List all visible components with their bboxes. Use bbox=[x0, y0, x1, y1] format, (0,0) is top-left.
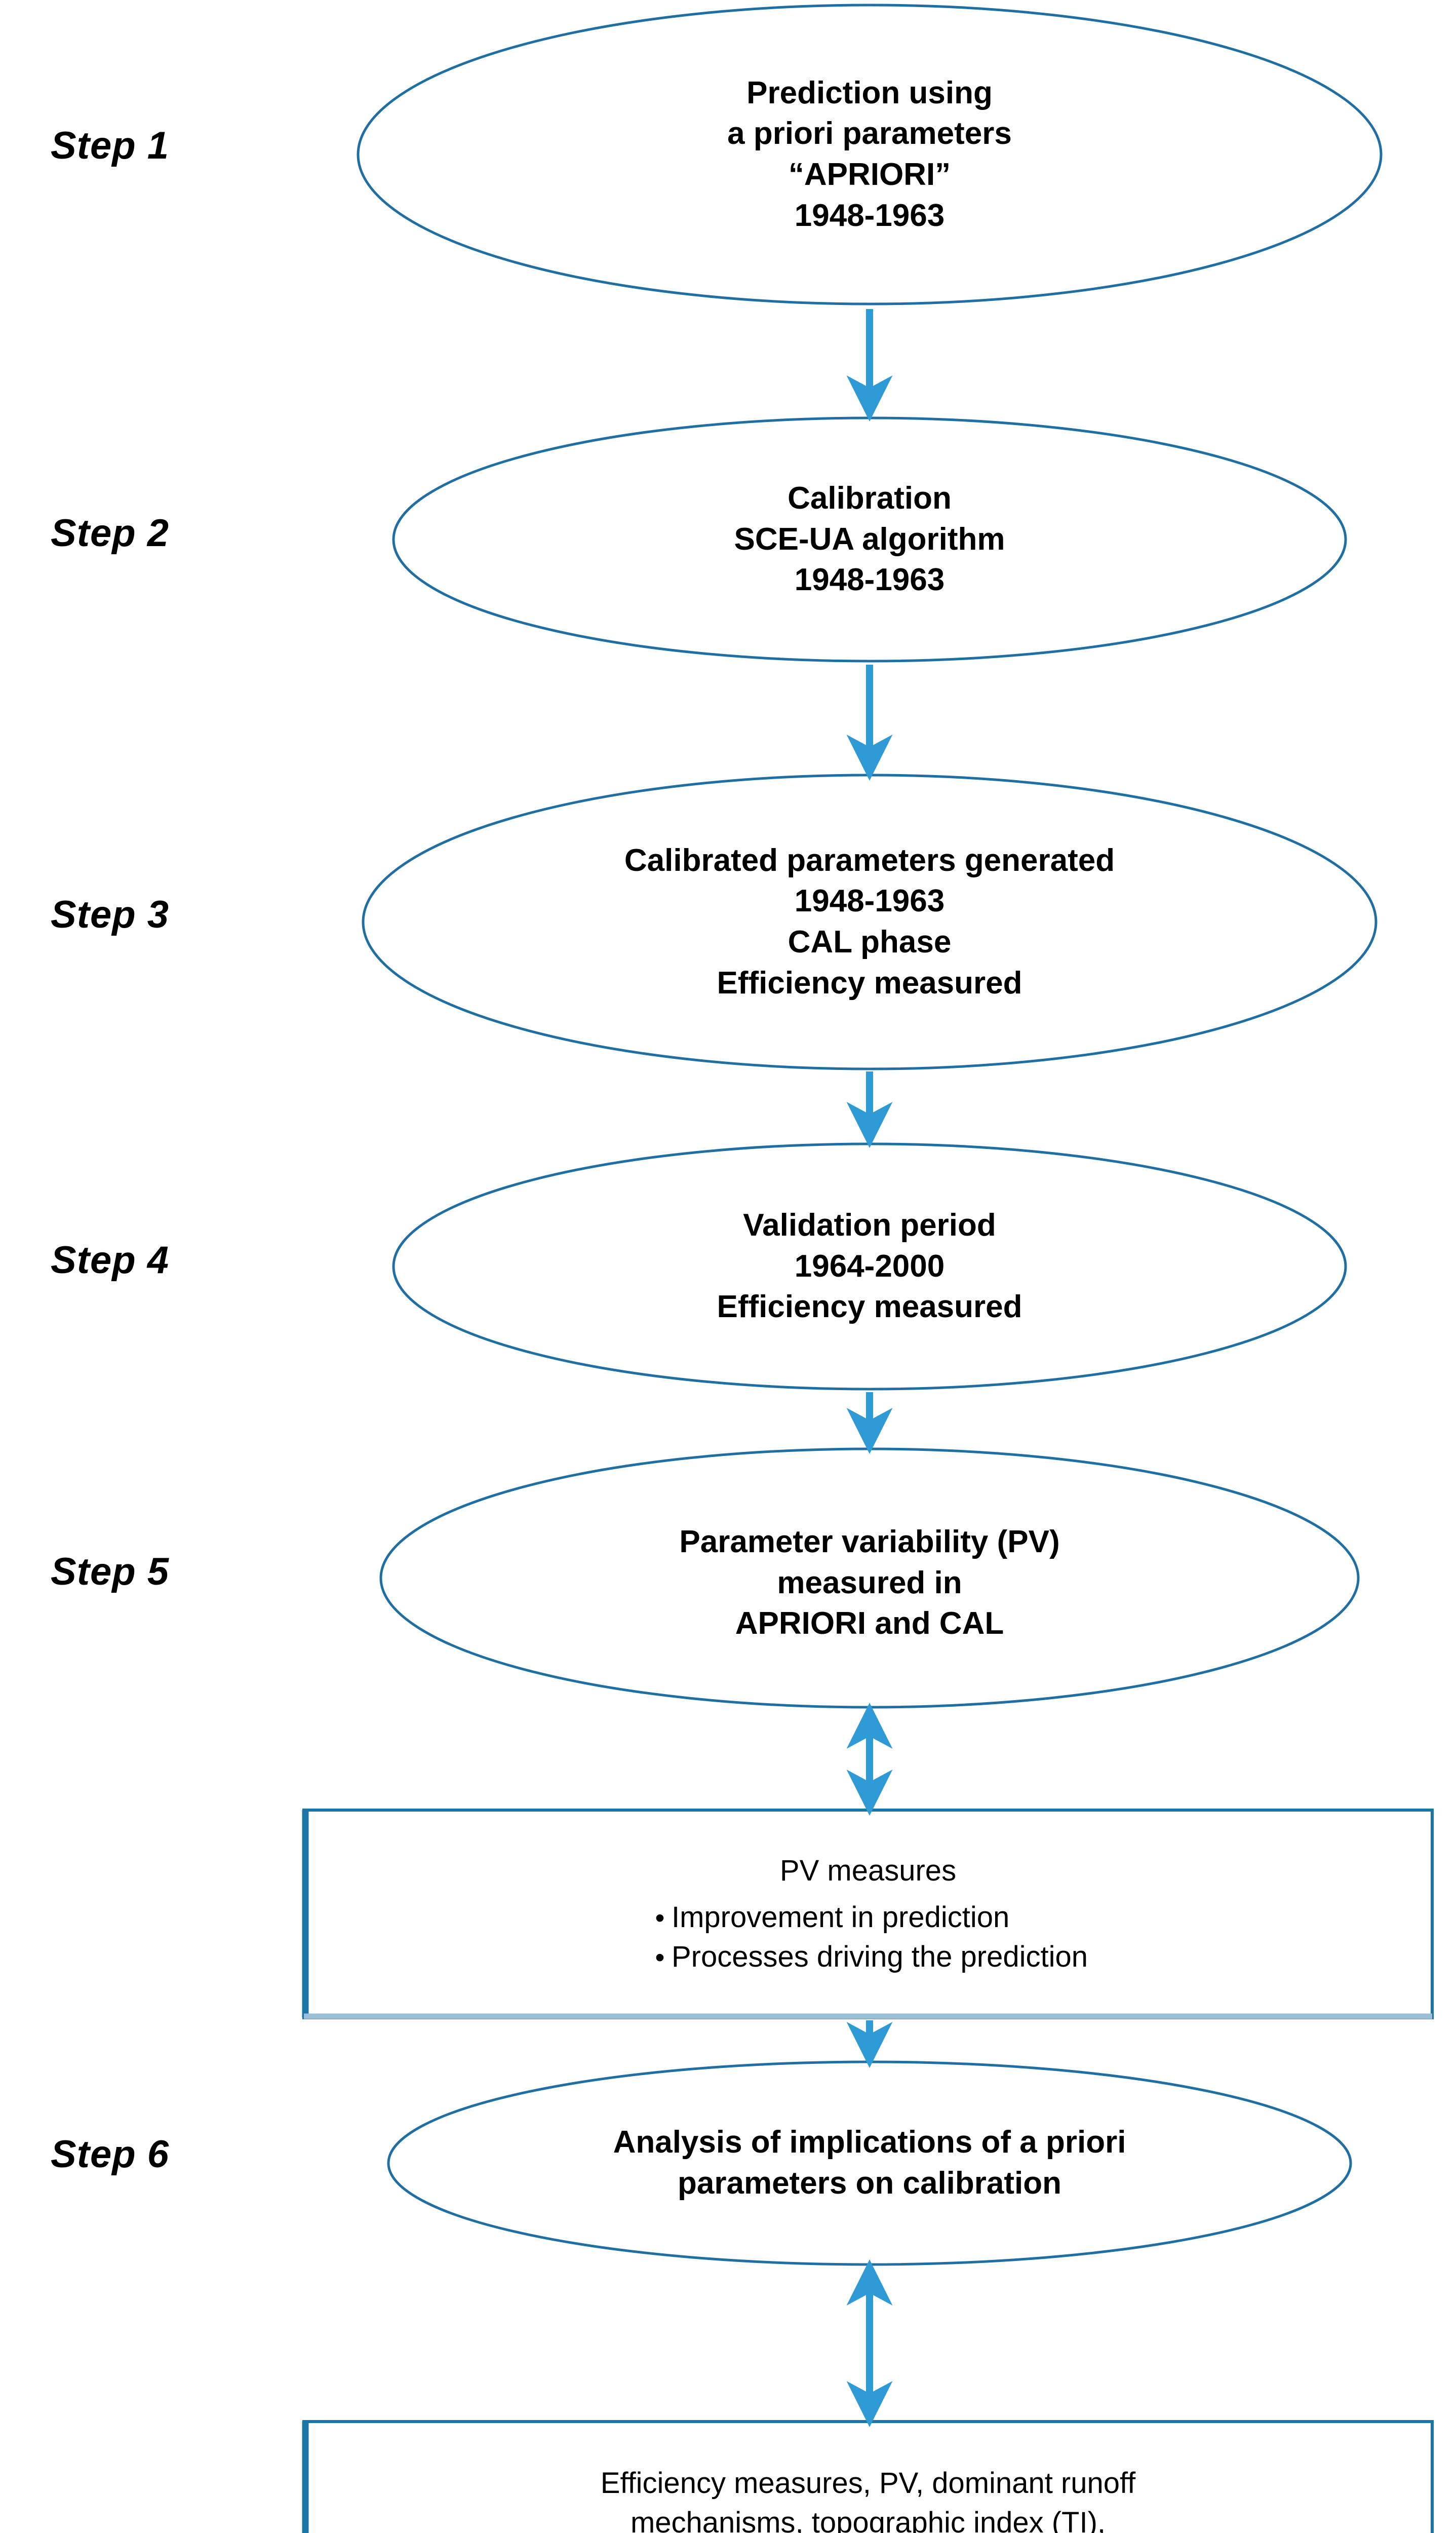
step-label-4: Step 4 bbox=[51, 1239, 170, 1282]
ellipse-apriori[interactable] bbox=[357, 4, 1383, 305]
node-validation-text: Validation period 1964-2000 Efficiency m… bbox=[414, 1172, 1325, 1361]
node-apriori-line-3: “APRIORI” bbox=[788, 157, 951, 192]
node-apriori-line-1: Prediction using bbox=[746, 75, 993, 110]
node-outputs-line-2: mechanisms, topographic index (TI), bbox=[630, 2506, 1106, 2533]
node-parameter-variability-line-1: Parameter variability (PV) bbox=[679, 1524, 1060, 1560]
node-calibration-line-3: 1948-1963 bbox=[794, 562, 945, 598]
node-analysis-line-2: parameters on calibration bbox=[677, 2166, 1062, 2201]
step-label-6: Step 6 bbox=[51, 2133, 170, 2176]
list-item: • Improvement in prediction bbox=[648, 1898, 1010, 1937]
node-calibrated-parameters-line-2: 1948-1963 bbox=[794, 884, 945, 919]
step-label-3: Step 3 bbox=[51, 893, 170, 936]
bullet-point-icon: • bbox=[655, 1903, 665, 1934]
node-pv-measures-bullet-2: Processes driving the prediction bbox=[671, 1940, 1088, 1973]
node-outputs-line-1: Efficiency measures, PV, dominant runoff bbox=[600, 2467, 1136, 2500]
node-validation-line-3: Efficiency measured bbox=[717, 1289, 1022, 1325]
node-calibration-line-1: Calibration bbox=[788, 481, 952, 516]
node-apriori-text: Prediction using a priori parameters “AP… bbox=[388, 30, 1351, 279]
node-pv-measures-bullet-list: • Improvement in prediction • Processes … bbox=[648, 1898, 1088, 1976]
node-pv-measures-bullet-1: Improvement in prediction bbox=[671, 1901, 1010, 1934]
node-pv-measures-text: PV measures • Improvement in prediction … bbox=[304, 1810, 1432, 2018]
node-apriori-line-2: a priori parameters bbox=[727, 116, 1012, 151]
node-pv-measures-heading: PV measures bbox=[779, 1854, 957, 1888]
node-calibration-line-2: SCE-UA algorithm bbox=[734, 521, 1005, 557]
step-label-5: Step 5 bbox=[51, 1550, 170, 1593]
node-calibrated-parameters-line-1: Calibrated parameters generated bbox=[624, 842, 1115, 878]
node-analysis-text: Analysis of implications of a priori par… bbox=[405, 2095, 1334, 2232]
node-calibrated-parameters-text: Calibrated parameters generated 1948-196… bbox=[383, 799, 1356, 1045]
bullet-point-icon: • bbox=[655, 1942, 665, 1973]
node-analysis-line-1: Analysis of implications of a priori bbox=[613, 2125, 1126, 2160]
step-label-1: Step 1 bbox=[51, 124, 170, 167]
node-outputs-paragraph: Efficiency measures, PV, dominant runoff… bbox=[580, 2464, 1156, 2533]
node-parameter-variability-line-3: APRIORI and CAL bbox=[735, 1606, 1004, 1641]
node-calibration-text: Calibration SCE-UA algorithm 1948-1963 bbox=[414, 446, 1325, 633]
node-parameter-variability-text: Parameter variability (PV) measured in A… bbox=[399, 1488, 1341, 1678]
node-validation-line-2: 1964-2000 bbox=[794, 1248, 945, 1284]
list-item: • Processes driving the prediction bbox=[648, 1937, 1088, 1977]
rect-outputs[interactable] bbox=[302, 2420, 1434, 2533]
step-label-2: Step 2 bbox=[51, 512, 170, 555]
node-calibrated-parameters-line-4: Efficiency measured bbox=[717, 965, 1022, 1001]
node-outputs-text: Efficiency measures, PV, dominant runoff… bbox=[304, 2422, 1432, 2533]
node-apriori-line-4: 1948-1963 bbox=[794, 198, 945, 233]
node-parameter-variability-line-2: measured in bbox=[777, 1565, 962, 1600]
node-calibrated-parameters-line-3: CAL phase bbox=[788, 925, 952, 960]
node-validation-line-1: Validation period bbox=[743, 1208, 996, 1243]
